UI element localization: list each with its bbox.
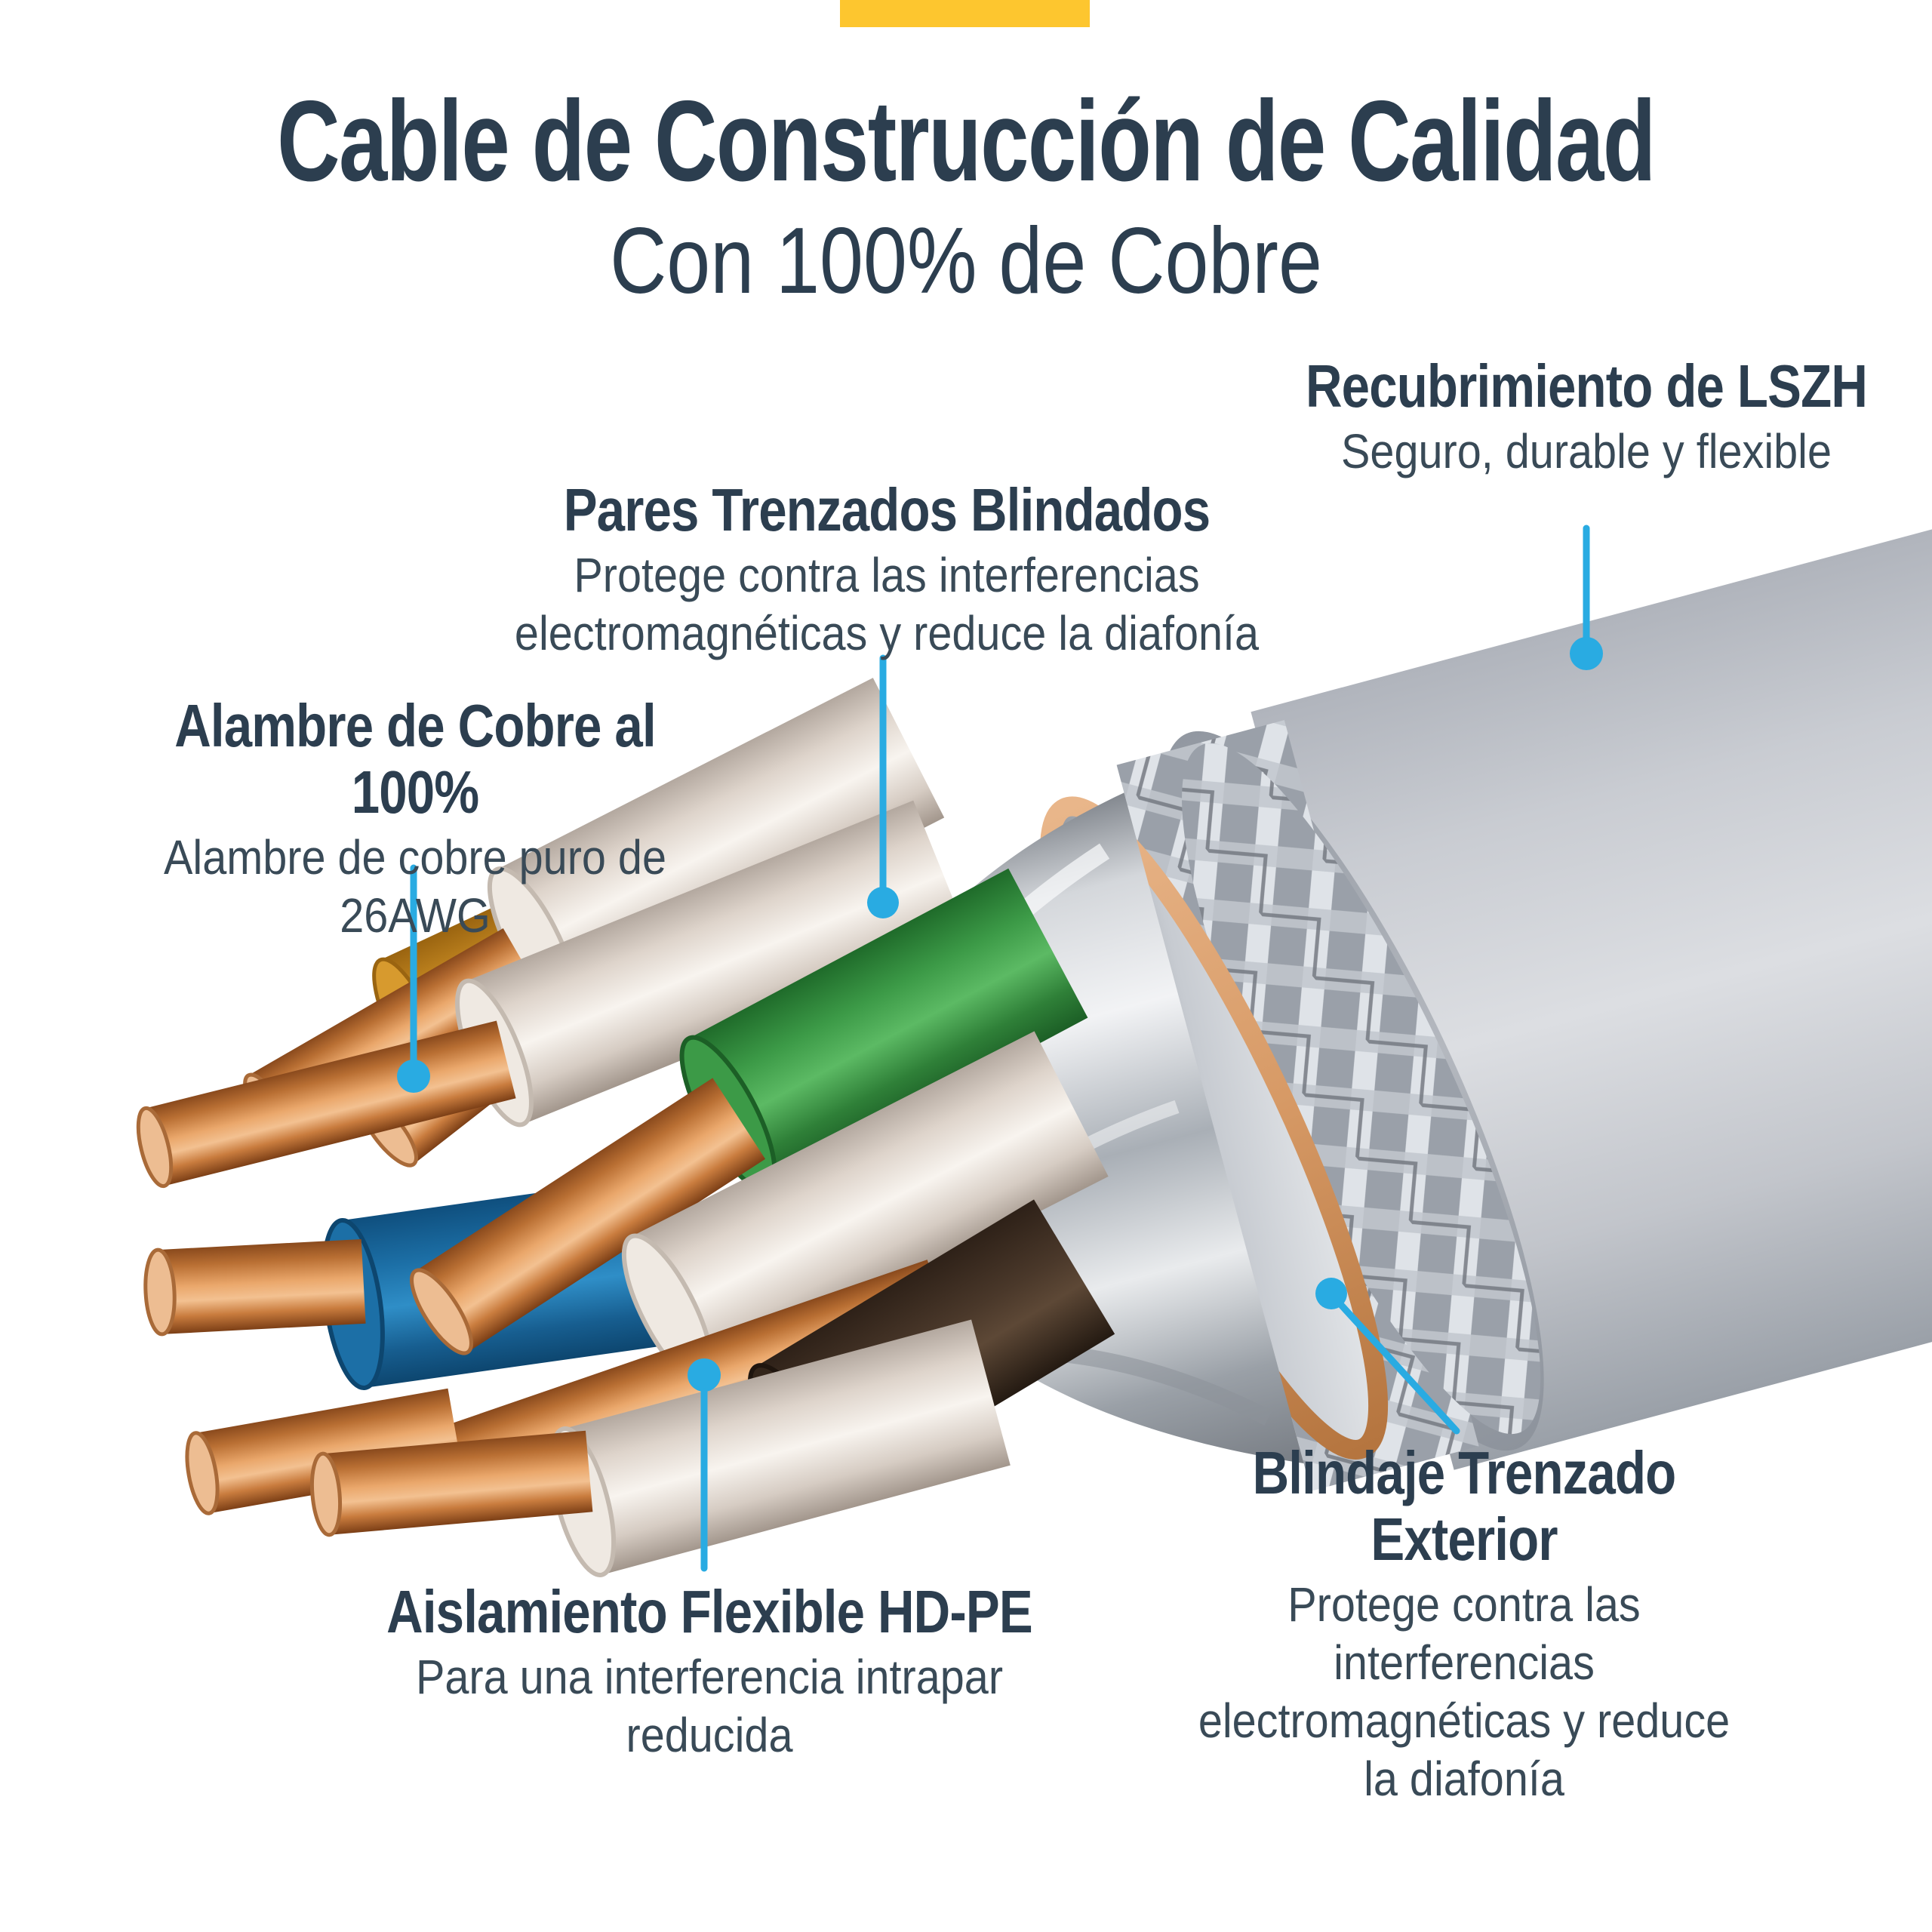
title-block: Cable de Construcción de Calidad Con 100… xyxy=(0,79,1932,315)
callout-alambre: Alambre de Cobre al 100% Alambre de cobr… xyxy=(45,693,785,943)
callout-blindaje-heading-line: Exterior xyxy=(1371,1506,1558,1573)
callout-lszh-heading: Recubrimiento de LSZH xyxy=(1305,352,1868,420)
callout-pares-body-line: Protege contra las interferencias xyxy=(574,548,1200,602)
callout-alambre-body-line: 26AWG xyxy=(340,888,491,943)
wire-copper-conductor xyxy=(143,1238,366,1337)
wire-copper-conductor xyxy=(185,1388,463,1515)
braid-face xyxy=(1182,743,1541,1435)
callout-pares: Pares Trenzados Blindados Protege contra… xyxy=(392,477,1381,661)
callout-pares-heading: Pares Trenzados Blindados xyxy=(563,476,1211,543)
wire-bundle xyxy=(136,678,1115,1577)
wire-copper-conductor xyxy=(309,1430,593,1537)
callout-aislamiento-body-line: reducida xyxy=(626,1707,793,1762)
callout-lszh-body: Seguro, durable y flexible xyxy=(1341,424,1832,478)
callout-alambre-body-line: Alambre de cobre puro de xyxy=(164,830,666,884)
wire-copper-conductor xyxy=(410,1078,766,1355)
callout-blindaje-heading-line: Blindaje Trenzado xyxy=(1252,1439,1677,1506)
callout-pares-body-line: electromagnéticas y reduce la diafonía xyxy=(514,605,1260,660)
callout-lszh: Recubrimiento de LSZH Seguro, durable y … xyxy=(1209,353,1932,479)
brand-accent-bar xyxy=(840,0,1090,27)
callout-aislamiento-heading: Aislamiento Flexible HD-PE xyxy=(386,1578,1033,1645)
callout-blindaje-body-line: electromagnéticas y reduce xyxy=(1198,1693,1730,1748)
callout-blindaje-body-line: interferencias xyxy=(1334,1635,1595,1690)
callout-blindaje-body-line: Protege contra las xyxy=(1287,1577,1641,1632)
page-subtitle: Con 100% de Cobre xyxy=(610,209,1322,314)
callout-blindaje-body-line: la diafonía xyxy=(1364,1751,1564,1806)
callout-blindaje: Blindaje Trenzado Exterior Protege contr… xyxy=(1087,1440,1841,1807)
callout-alambre-heading: Alambre de Cobre al 100% xyxy=(174,692,656,826)
page-title: Cable de Construcción de Calidad xyxy=(277,77,1656,205)
cable-jacket xyxy=(1251,370,1932,1470)
callout-aislamiento: Aislamiento Flexible HD-PE Para una inte… xyxy=(298,1579,1121,1763)
callout-aislamiento-body-line: Para una interferencia intrapar xyxy=(415,1650,1004,1704)
